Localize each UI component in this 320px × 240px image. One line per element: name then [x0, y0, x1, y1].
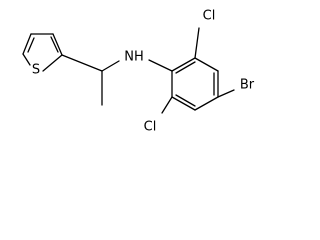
bond-s-c2 [42, 54, 63, 72]
bond-c5-s [22, 53, 31, 66]
bond-c2-c3 [194, 57, 219, 72]
thiophene-ring [22, 33, 63, 72]
bond-c4-c5 [22, 33, 32, 55]
bromine-atom-label: Br [240, 78, 255, 93]
sulfur-atom-label: S [32, 63, 40, 78]
linker-chain [61, 54, 173, 106]
substituent-bonds [161, 27, 235, 114]
bond-c2-c3-inner [50, 36, 59, 53]
amine-atom-label: NH [124, 50, 144, 65]
bond-ch-nh [101, 60, 120, 72]
benzene-ring [171, 57, 219, 111]
structure-diagram: S NH Cl Cl Br [22, 9, 255, 135]
chlorine-bottom-atom-label: Cl [144, 120, 157, 135]
bond-c1-c2-inner [175, 61, 196, 74]
bond-c5-c6-inner [175, 94, 196, 107]
bond-thienyl-ch [61, 54, 103, 72]
bond-c4-c5 [194, 96, 219, 111]
bond-nh-aryl [148, 59, 173, 72]
bond-c2-c3 [52, 33, 63, 56]
chlorine-top-atom-label: Cl [203, 9, 216, 24]
bond-c4-br [217, 89, 235, 98]
bond-c4-c5-inner [27, 37, 35, 53]
bond-c5-c6 [171, 96, 196, 111]
bond-c1-c2 [171, 57, 196, 72]
bond-c2-cl [194, 27, 200, 59]
bond-c6-cl [161, 96, 173, 114]
